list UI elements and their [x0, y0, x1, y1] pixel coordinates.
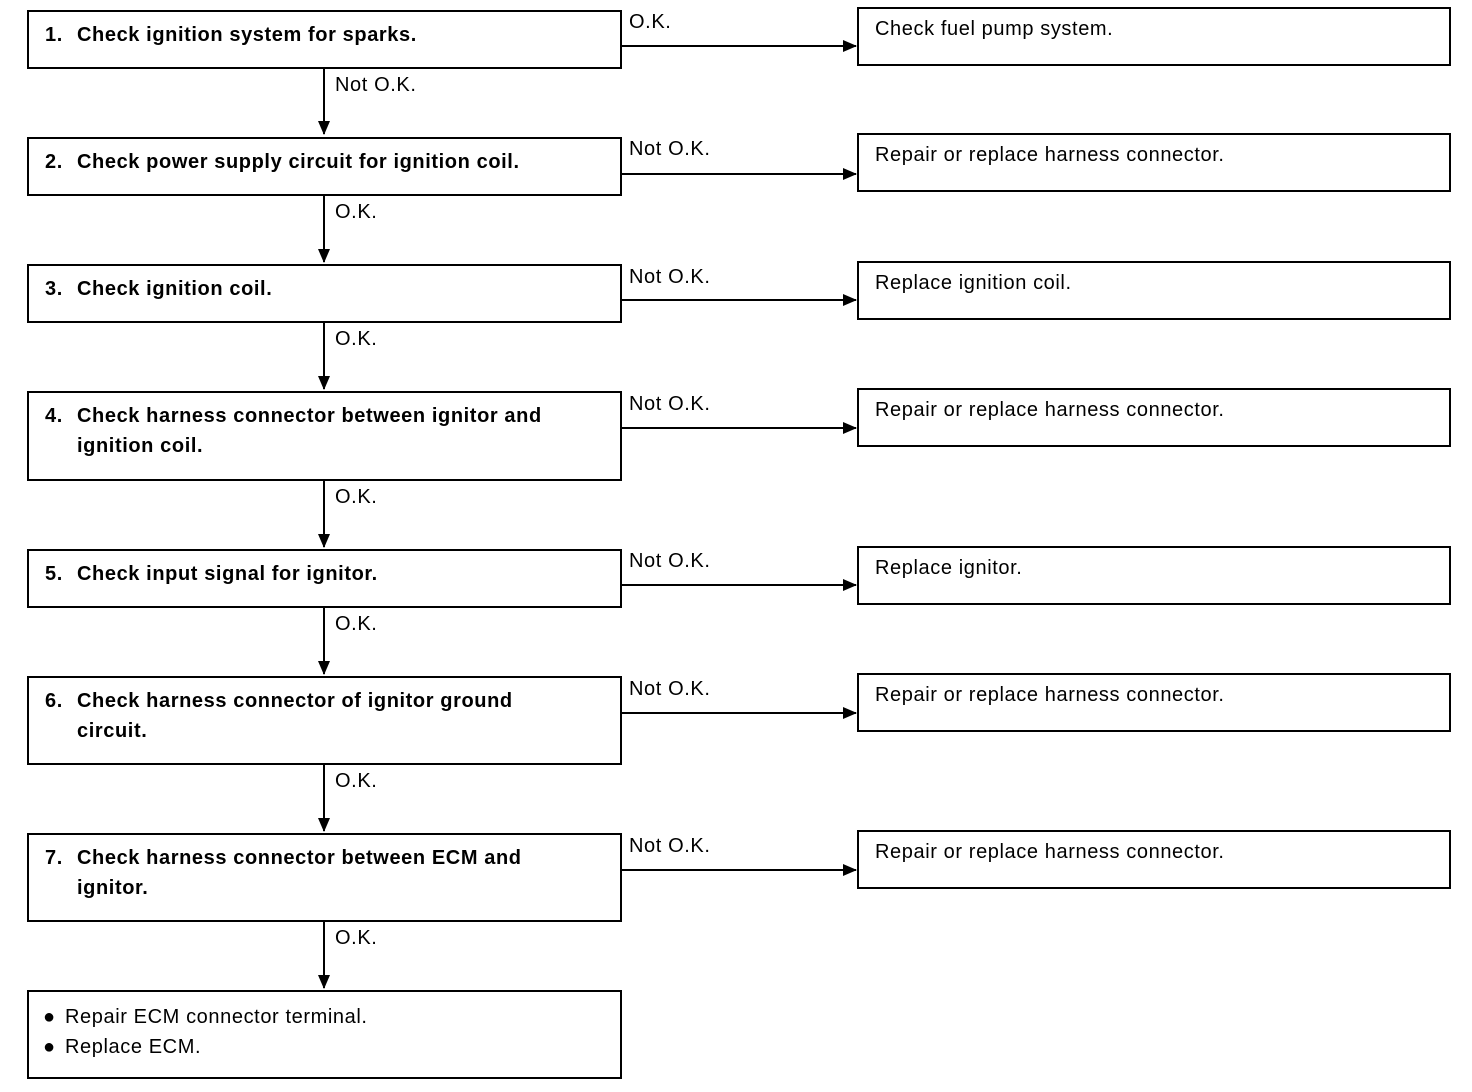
final-item-text: Replace ECM. [65, 1036, 202, 1058]
final-item: ● Repair ECM connector terminal. [43, 1002, 606, 1032]
down-label-4: O.K. [335, 486, 378, 508]
branch-label-3: Not O.K. [629, 266, 711, 288]
bullet-icon: ● [43, 1006, 56, 1028]
step-text: Check harness connector of ignitor groun… [77, 690, 513, 712]
action-box-3: Replace ignition coil. [857, 261, 1451, 320]
step-box-4: 4. Check harness connector between ignito… [27, 391, 622, 481]
action-text: Repair or replace harness connector. [875, 399, 1225, 421]
step-number: 4. [45, 405, 63, 427]
action-box-7: Repair or replace harness connector. [857, 830, 1451, 889]
action-text: Replace ignitor. [875, 557, 1023, 579]
action-text: Check fuel pump system. [875, 18, 1114, 40]
down-label-7: O.K. [335, 927, 378, 949]
step-box-5: 5. Check input signal for ignitor. [27, 549, 622, 608]
branch-label-1: O.K. [629, 11, 672, 33]
down-label-1: Not O.K. [335, 74, 417, 96]
action-text: Repair or replace harness connector. [875, 841, 1225, 863]
step-box-1: 1. Check ignition system for sparks. [27, 10, 622, 69]
step-box-6: 6. Check harness connector of ignitor gro… [27, 676, 622, 765]
step-text: Check ignition system for sparks. [77, 24, 417, 46]
step-text: Check input signal for ignitor. [77, 563, 378, 585]
down-label-3: O.K. [335, 328, 378, 350]
branch-label-7: Not O.K. [629, 835, 711, 857]
action-box-6: Repair or replace harness connector. [857, 673, 1451, 732]
step-text-continued: ignitor. [77, 877, 149, 899]
action-box-1: Check fuel pump system. [857, 7, 1451, 66]
step-text: Check ignition coil. [77, 278, 273, 300]
action-box-5: Replace ignitor. [857, 546, 1451, 605]
branch-label-5: Not O.K. [629, 550, 711, 572]
step-box-7: 7. Check harness connector between ECM an… [27, 833, 622, 922]
step-number: 1. [45, 24, 63, 46]
step-number: 6. [45, 690, 63, 712]
step-text: Check harness connector between ECM and [77, 847, 522, 869]
step-number: 2. [45, 151, 63, 173]
branch-label-4: Not O.K. [629, 393, 711, 415]
action-text: Replace ignition coil. [875, 272, 1072, 294]
final-action-box: ● Repair ECM connector terminal. ● Replace… [27, 990, 622, 1079]
down-label-2: O.K. [335, 201, 378, 223]
action-box-4: Repair or replace harness connector. [857, 388, 1451, 447]
step-box-2: 2. Check power supply circuit for ignitio… [27, 137, 622, 196]
step-number: 7. [45, 847, 63, 869]
step-number: 3. [45, 278, 63, 300]
step-text: Check harness connector between ignitor … [77, 405, 542, 427]
step-number: 5. [45, 563, 63, 585]
final-item: ● Replace ECM. [43, 1032, 606, 1062]
action-text: Repair or replace harness connector. [875, 684, 1225, 706]
final-item-text: Repair ECM connector terminal. [65, 1006, 368, 1028]
down-label-6: O.K. [335, 770, 378, 792]
action-text: Repair or replace harness connector. [875, 144, 1225, 166]
bullet-icon: ● [43, 1036, 56, 1058]
down-label-5: O.K. [335, 613, 378, 635]
step-box-3: 3. Check ignition coil. [27, 264, 622, 323]
step-text-continued: circuit. [77, 720, 148, 742]
step-text-continued: ignition coil. [77, 435, 204, 457]
action-box-2: Repair or replace harness connector. [857, 133, 1451, 192]
branch-label-2: Not O.K. [629, 138, 711, 160]
step-text: Check power supply circuit for ignition … [77, 151, 520, 173]
branch-label-6: Not O.K. [629, 678, 711, 700]
